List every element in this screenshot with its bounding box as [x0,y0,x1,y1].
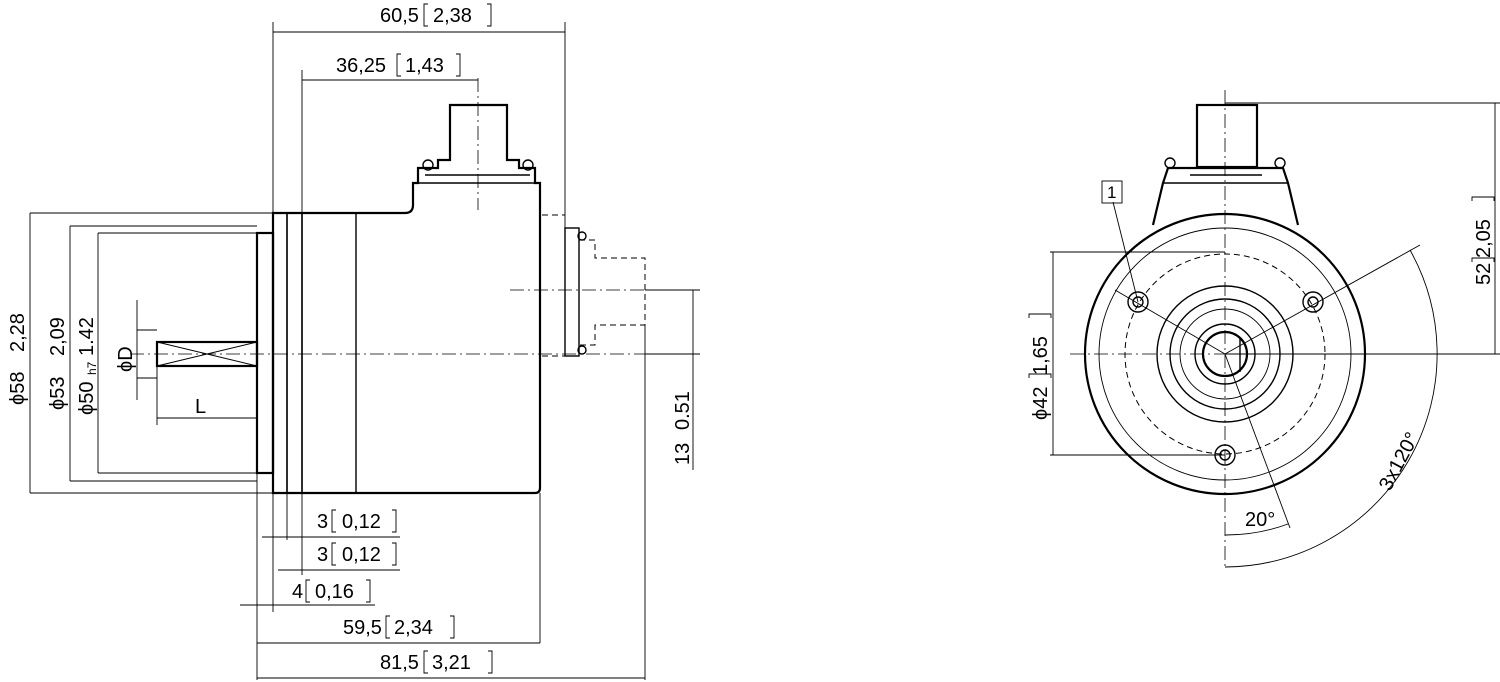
dim-total: 81,5 [380,652,419,674]
dim-overall-top-value: 60,5 [380,5,419,27]
rear-connector-base [564,227,580,357]
mounting-hole-1 [1127,291,1149,313]
dim-flange2-inch: 0,12 [342,544,381,566]
dim-dia50-inch: 1.42 [76,317,98,356]
dim-connector-inch: 1,43 [405,55,444,77]
centering-spigot [255,231,275,475]
dim-body-inch: 2,34 [394,617,433,639]
dim-dia50: ϕ50 [76,382,98,415]
dim-dia58-inch: 2,28 [7,313,29,352]
dim-offset13: 13 [672,443,694,465]
rear-connector-hidden [542,214,646,357]
dim-flange3: 4 [292,581,303,603]
dim-dia50-tolerance: h7 [85,361,99,375]
dim-flange1: 3 [317,511,328,533]
angle-3x120-label: 3x120° [1375,429,1424,495]
dim-connector-value: 36,25 [336,55,386,77]
dim-shaft-length: L [195,396,206,418]
dim-total-inch: 3,21 [432,652,471,674]
callout-number: 1 [1107,183,1116,202]
angle-arc-20 [1224,523,1289,536]
dim-dia53-inch: 2,09 [47,317,69,356]
dim-flange1-inch: 0,12 [342,511,381,533]
side-view [29,22,700,680]
dim-height52-inch: 2,05 [1473,219,1495,258]
dim-body: 59,5 [343,617,382,639]
callout-box [1101,180,1123,204]
dim-dia42-inch: 1,65 [1030,336,1052,375]
flange-ring-1 [272,212,288,494]
dim-flange3-inch: 0,16 [315,581,354,603]
encoder-body-outline [271,103,542,495]
angle-arc-120 [1224,249,1438,568]
dim-dia53: ϕ53 [47,377,69,410]
dim-flange2: 3 [317,544,328,566]
dim-dia42: ϕ42 [1030,387,1052,420]
mounting-hole-2 [1302,291,1324,313]
dim-offset13-inch: 0.51 [672,391,694,430]
dim-height52: 52 [1473,263,1495,285]
flange-ring-2 [286,212,303,494]
side-view-labels: 60,5 2,38 36,25 1,43 ϕ58 2,28 ϕ53 2,09 ϕ… [7,3,694,674]
angle-20-label: 20° [1245,509,1275,531]
top-connector [1151,166,1300,226]
dim-dia58: ϕ58 [7,372,29,405]
dim-overall-top-inch: 2,38 [433,5,472,27]
dim-shaft-diameter: ϕD [115,346,137,372]
front-view [1050,90,1500,570]
